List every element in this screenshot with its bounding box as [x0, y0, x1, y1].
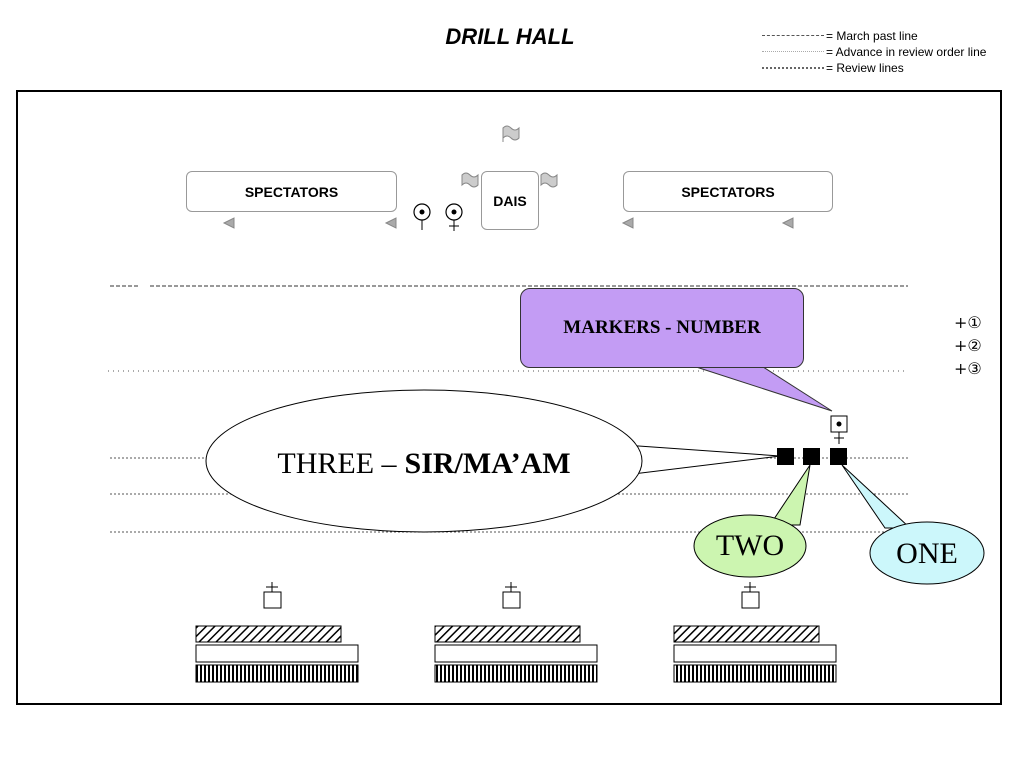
triangle-icon [781, 217, 794, 229]
marker-square [777, 448, 794, 465]
dotted-line-swatch [762, 51, 824, 52]
commander-icon [741, 582, 760, 609]
three-callout-part2: SIR/MA’AM [404, 447, 571, 480]
two-callout-oval [693, 514, 807, 578]
commander-icon [263, 582, 282, 609]
flag-icon [461, 172, 479, 188]
squad-left [195, 625, 359, 683]
one-callout-text: ONE [896, 537, 958, 570]
three-callout-ellipse [205, 389, 643, 533]
one-callout-tail [841, 464, 912, 529]
three-callout-tail [624, 444, 781, 476]
dashed-line-swatch [762, 35, 824, 36]
marker-square [803, 448, 820, 465]
drill-hall-frame [16, 90, 1002, 705]
markers-callout-tail [689, 364, 833, 412]
triangle-icon [222, 217, 235, 229]
squad-right [673, 625, 837, 683]
three-callout-part1: THREE – [277, 447, 397, 480]
three-callout-text: THREE – SIR/MA’AM [206, 438, 642, 490]
marker-officer-icon [830, 415, 848, 444]
marker-square [830, 448, 847, 465]
legend-label: = March past line [826, 29, 918, 43]
triangle-icon [384, 217, 397, 229]
flag-icon [540, 172, 558, 188]
reviewing-officer-icon [445, 203, 463, 231]
reviewing-officer-icon [413, 203, 431, 230]
one-callout-oval [869, 521, 985, 585]
two-callout-tail [769, 464, 811, 526]
rank-three: +③ [954, 359, 982, 378]
legend-label: = Advance in review order line [826, 45, 987, 59]
squad-center [434, 625, 598, 683]
review-line-swatch [762, 67, 824, 69]
spectators-left-box: SPECTATORS [186, 171, 397, 212]
page-title: DRILL HALL [445, 24, 575, 49]
triangle-icon [621, 217, 634, 229]
spectators-right-box: SPECTATORS [623, 171, 833, 212]
rank-numbers: +① +② +③ [954, 311, 982, 380]
two-callout-text: TWO [715, 529, 785, 562]
commander-icon [502, 582, 521, 609]
legend-label: = Review lines [826, 61, 904, 75]
rank-one: +① [954, 313, 982, 332]
rank-two: +② [954, 336, 982, 355]
flag-icon [502, 125, 520, 142]
dais-box: DAIS [481, 171, 539, 230]
markers-callout: MARKERS - NUMBER [520, 288, 804, 368]
